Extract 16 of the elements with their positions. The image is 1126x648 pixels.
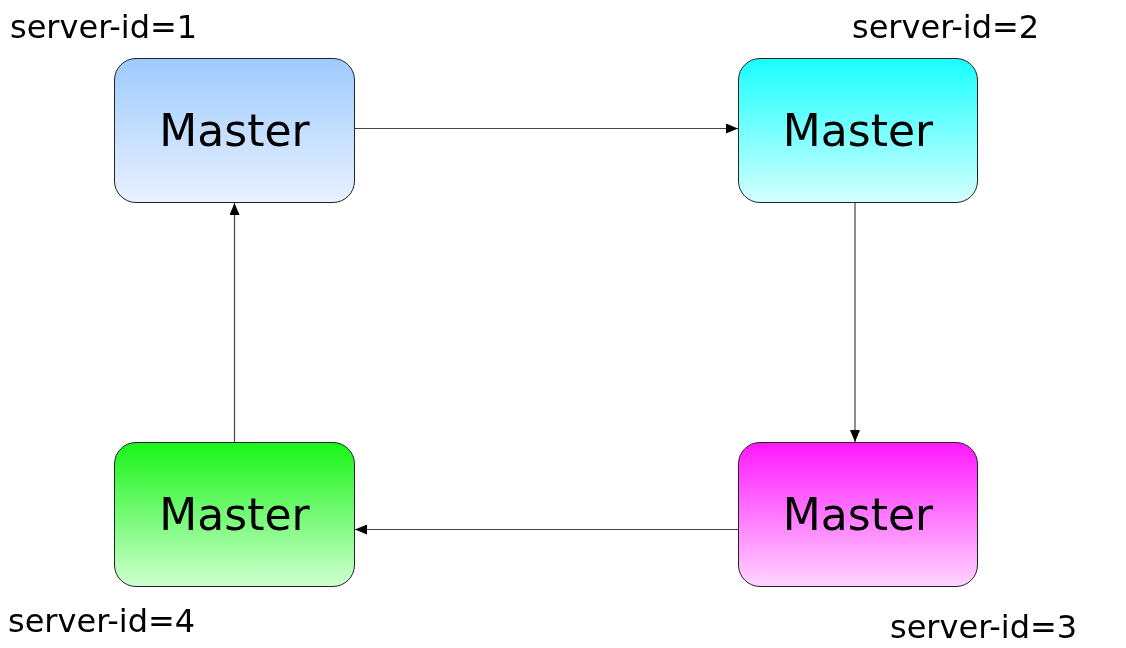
server-id-label: server-id=4: [8, 602, 196, 640]
process-box: [114, 442, 355, 587]
arrow: [354, 123, 739, 134]
arrow: [850, 202, 860, 443]
box-label: Master: [159, 489, 310, 540]
arrow: [354, 524, 739, 535]
box-label: Master: [782, 489, 934, 540]
server-id-label: server-id=2: [852, 8, 1040, 46]
server-id-label: server-id=1: [10, 8, 198, 46]
process-box: [114, 58, 355, 203]
process-box: [738, 58, 978, 203]
server-id-label: server-id=3: [890, 608, 1078, 646]
box-label: Master: [782, 105, 934, 156]
box-label: Master: [159, 105, 310, 156]
arrow: [229, 202, 240, 443]
process-box: [738, 442, 978, 587]
